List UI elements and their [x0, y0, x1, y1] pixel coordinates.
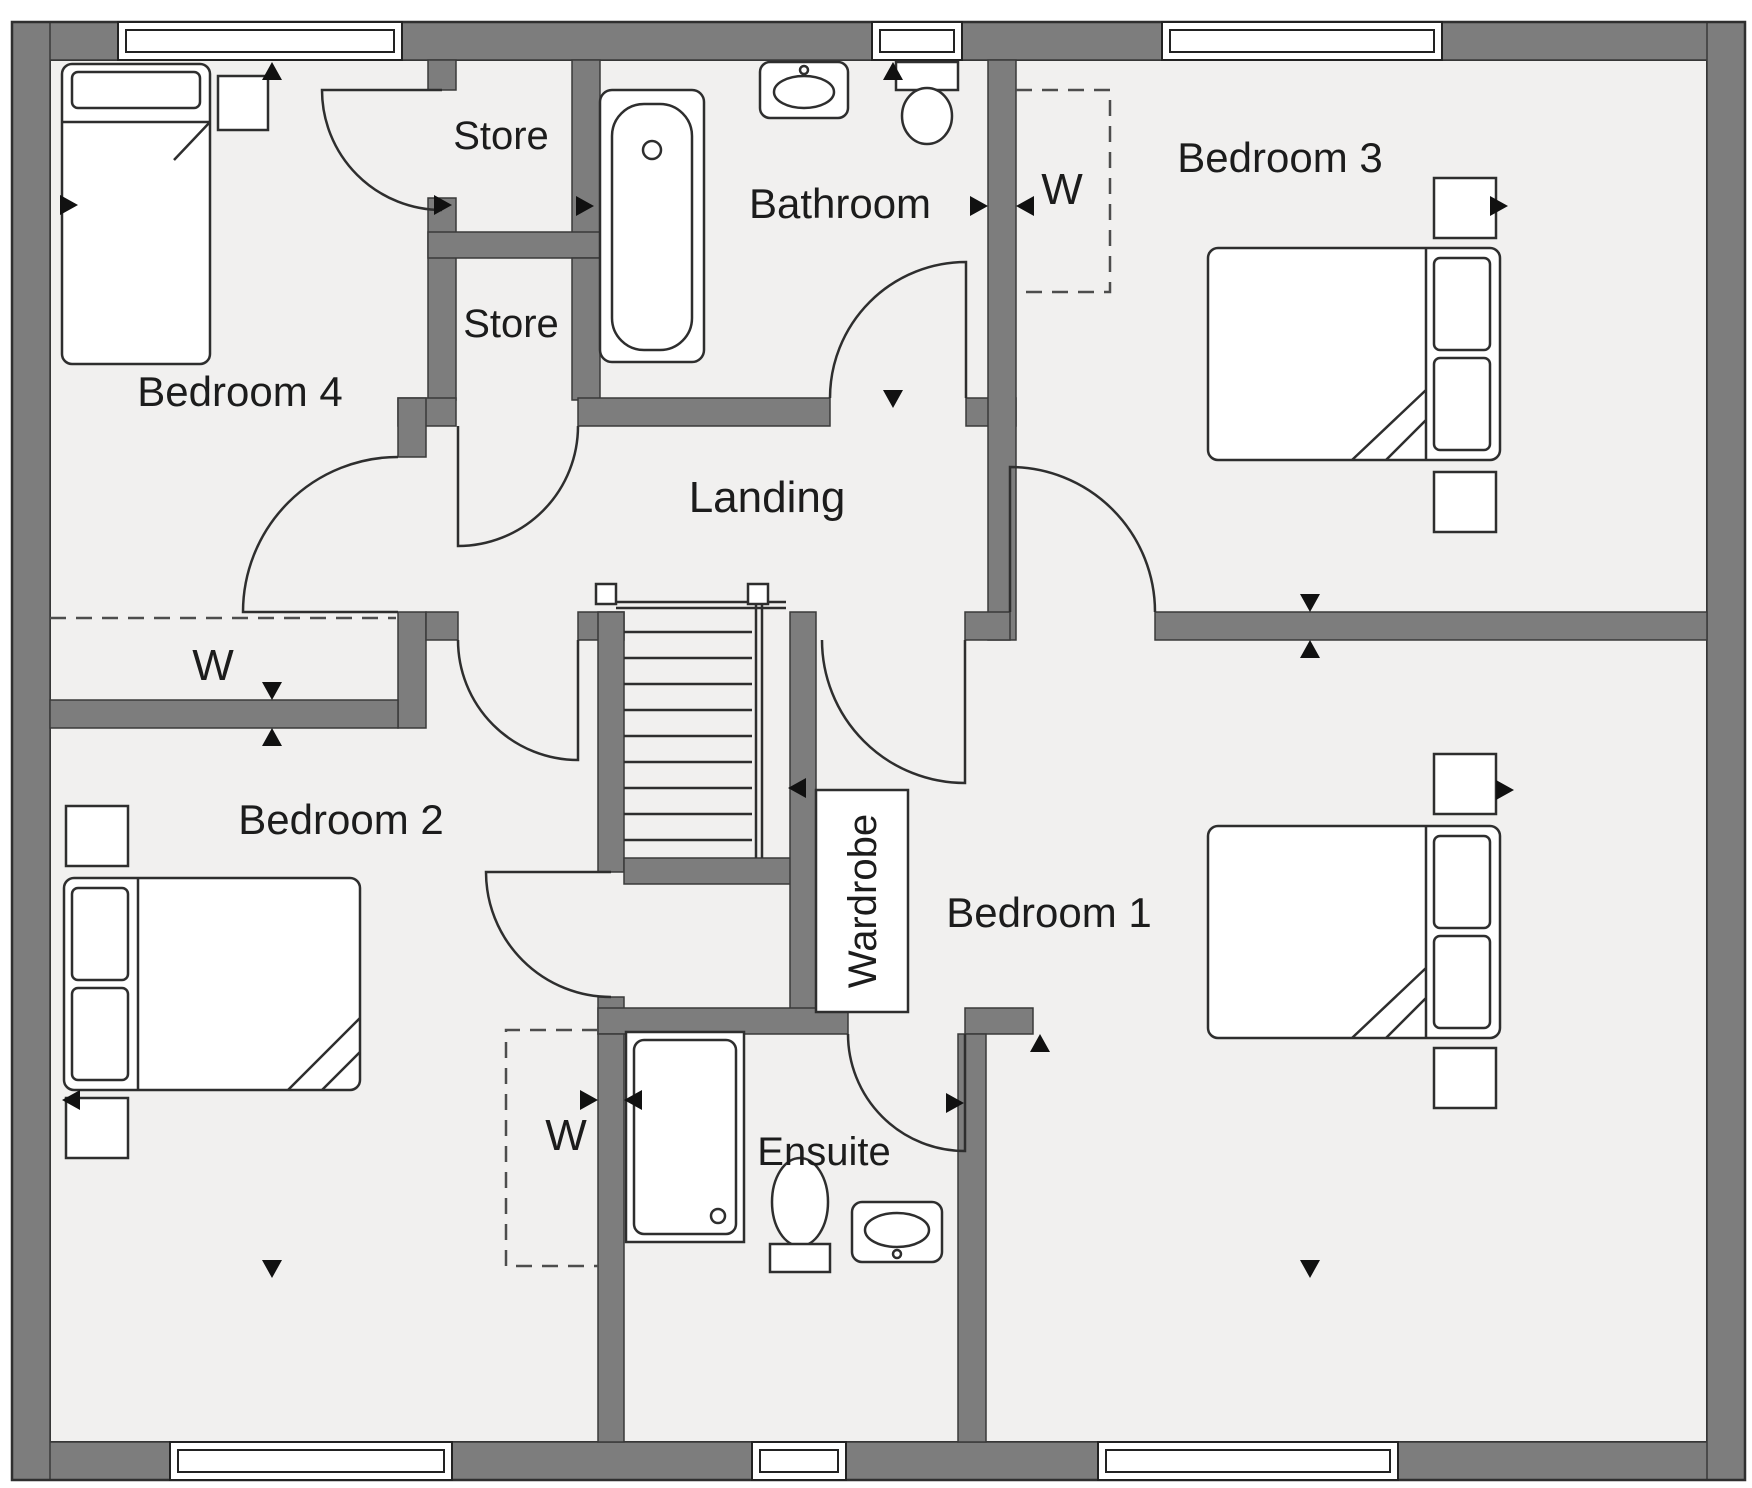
bathtub-basin: [610, 102, 694, 352]
toilet-cistern: [768, 1242, 832, 1274]
wall-bedroom2-north-left: [49, 699, 399, 729]
wall-bedroom2-north-stub1: [425, 611, 459, 641]
bed-sheet-fold: [1351, 248, 1428, 461]
wall-stairs-east: [789, 611, 817, 1013]
single-bed: [60, 62, 212, 366]
pillow: [70, 986, 130, 1082]
wall-ensuite-east: [957, 1033, 987, 1443]
wardrobe-closet: [814, 788, 910, 1014]
windows: [117, 21, 1443, 1481]
room-label-wardrobe-bed1: Wardrobe: [841, 814, 885, 988]
ensuite-fixtures: [624, 1030, 944, 1274]
room-label-wardrobe-bed4: W: [192, 641, 234, 690]
bedside-table: [1432, 752, 1498, 816]
toilet-cistern: [894, 60, 960, 92]
bedroom2-furniture: [62, 804, 362, 1160]
room-labels: Bedroom 4 Store Store Bathroom W Bedroom…: [137, 114, 1382, 1174]
stairs-treads: [624, 630, 752, 842]
stairs-newel-right: [746, 582, 770, 606]
sink-tap: [798, 64, 810, 76]
door-understairs: [484, 870, 612, 999]
stairs: [594, 582, 786, 858]
bedside-table: [64, 1096, 130, 1160]
door-ensuite: [846, 1033, 967, 1153]
window-bedroom3: [1161, 21, 1443, 61]
wall-bedroom3-bedroom1-divider: [1154, 611, 1708, 641]
bedside-table: [64, 804, 130, 868]
wall-stairs-west: [597, 611, 625, 873]
shower-tray: [632, 1038, 738, 1236]
bed-sheet-fold: [1351, 826, 1428, 1039]
wall-ensuite-west: [597, 1033, 625, 1443]
room-label-landing: Landing: [689, 473, 846, 522]
bed-sheet-fold: [62, 120, 211, 161]
bedroom4-furniture: [60, 62, 270, 366]
wall-ensuite-north-stub: [964, 1007, 1034, 1035]
window-bathroom: [871, 21, 963, 61]
wall-bedroom4-east-upper: [397, 397, 427, 458]
wall-landing-south-stub: [964, 611, 1011, 641]
sink-basin: [772, 74, 836, 110]
sink-basin: [863, 1211, 931, 1249]
room-label-bedroom1: Bedroom 1: [946, 889, 1151, 936]
stairs-newel-left: [594, 582, 618, 606]
exterior-wall-left: [11, 21, 51, 1481]
wardrobe-bedroom3-dashed-box: [1016, 88, 1112, 294]
room-label-store-top: Store: [453, 114, 549, 158]
bathtub-drain: [641, 139, 663, 161]
wall-store-left: [427, 197, 457, 401]
pillow: [1432, 934, 1492, 1030]
bedroom1-furniture: [1206, 752, 1502, 1110]
room-label-ensuite: Ensuite: [757, 1130, 890, 1174]
room-label-store-mid: Store: [463, 302, 559, 346]
pillow: [1432, 256, 1492, 352]
room-label-bedroom2: Bedroom 2: [238, 796, 443, 843]
room-label-bathroom: Bathroom: [749, 180, 931, 227]
wall-ensuite-north: [597, 1007, 849, 1035]
pillow: [1432, 834, 1492, 930]
door-store-mid: [456, 425, 580, 548]
sink-tap: [891, 1248, 903, 1260]
door-bedroom4: [241, 455, 399, 614]
wall-bathroom-south: [577, 397, 831, 427]
window-ensuite: [751, 1441, 847, 1481]
room-label-wardrobe-bed3: W: [1041, 165, 1083, 214]
wall-store-divider: [427, 231, 601, 259]
room-label-bedroom3: Bedroom 3: [1177, 134, 1382, 181]
window-bedroom4: [117, 21, 403, 61]
bedroom3-furniture: [1206, 176, 1502, 534]
toilet-bowl: [900, 86, 954, 146]
interior-walls: [49, 59, 1708, 1443]
door-bedroom2: [456, 639, 580, 762]
room-label-wardrobe-bed2: W: [545, 1111, 587, 1160]
doors: [241, 88, 1157, 1153]
shower-drain: [709, 1207, 727, 1225]
door-store-top: [320, 88, 443, 212]
bedside-table: [1432, 470, 1498, 534]
bedside-table: [1432, 1046, 1498, 1110]
bedside-table: [1432, 176, 1498, 240]
door-bedroom1: [820, 639, 967, 785]
stairs-handrail: [754, 604, 764, 858]
window-bedroom2: [169, 1441, 453, 1481]
door-bedroom3: [1008, 465, 1157, 613]
bathroom-fixtures: [598, 60, 960, 364]
wall-store-left-stub: [427, 59, 457, 91]
wall-bedroom3-west: [987, 59, 1017, 641]
wall-stairs-bottom: [623, 857, 795, 885]
window-bedroom1: [1097, 1441, 1399, 1481]
pillow: [70, 70, 202, 110]
bedside-table: [216, 74, 270, 132]
pillow: [1432, 356, 1492, 452]
wall-store2-right: [571, 257, 601, 401]
wall-bedroom4-corner: [397, 611, 427, 729]
door-bathroom: [828, 260, 968, 399]
exterior-wall-right: [1706, 21, 1746, 1481]
bed-sheet-fold: [136, 878, 361, 1091]
room-label-bedroom4: Bedroom 4: [137, 368, 342, 415]
wardrobe-bedroom2-dashed-box: [504, 1028, 598, 1268]
pillow: [70, 886, 130, 982]
